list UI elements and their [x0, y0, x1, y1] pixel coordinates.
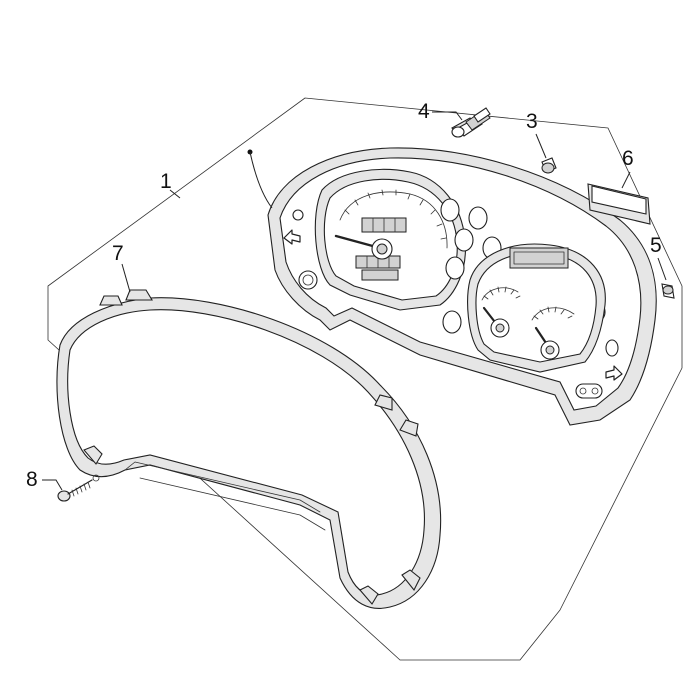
- callout-4: 4: [418, 100, 463, 123]
- svg-text:5: 5: [650, 234, 662, 257]
- svg-text:1: 1: [160, 170, 172, 193]
- speedometer-dial: [314, 168, 466, 311]
- instrument-cluster-housing: [267, 147, 657, 426]
- screw-part: [57, 474, 100, 502]
- callout-7: 7: [112, 242, 131, 293]
- svg-text:6: 6: [622, 147, 634, 170]
- svg-text:3: 3: [526, 110, 538, 133]
- right-turn-arrow-icon: [605, 365, 623, 381]
- callout-3: 3: [526, 110, 547, 159]
- callout-6: 6: [621, 147, 634, 189]
- bulb-part: [541, 157, 557, 174]
- callout-5: 5: [650, 234, 667, 281]
- gauge-panel: [467, 243, 606, 373]
- bezel-frame: [56, 289, 442, 609]
- svg-text:8: 8: [26, 468, 38, 491]
- small-bulb-part: [661, 283, 675, 299]
- lcd-display: [509, 247, 569, 269]
- svg-text:4: 4: [418, 100, 430, 123]
- callout-1: 1: [160, 170, 181, 199]
- svg-text:7: 7: [112, 242, 124, 265]
- lens-cover-part: [587, 183, 651, 225]
- left-turn-arrow-icon: [283, 229, 301, 245]
- callout-8: 8: [26, 468, 63, 491]
- bulb-socket-part: [451, 107, 491, 138]
